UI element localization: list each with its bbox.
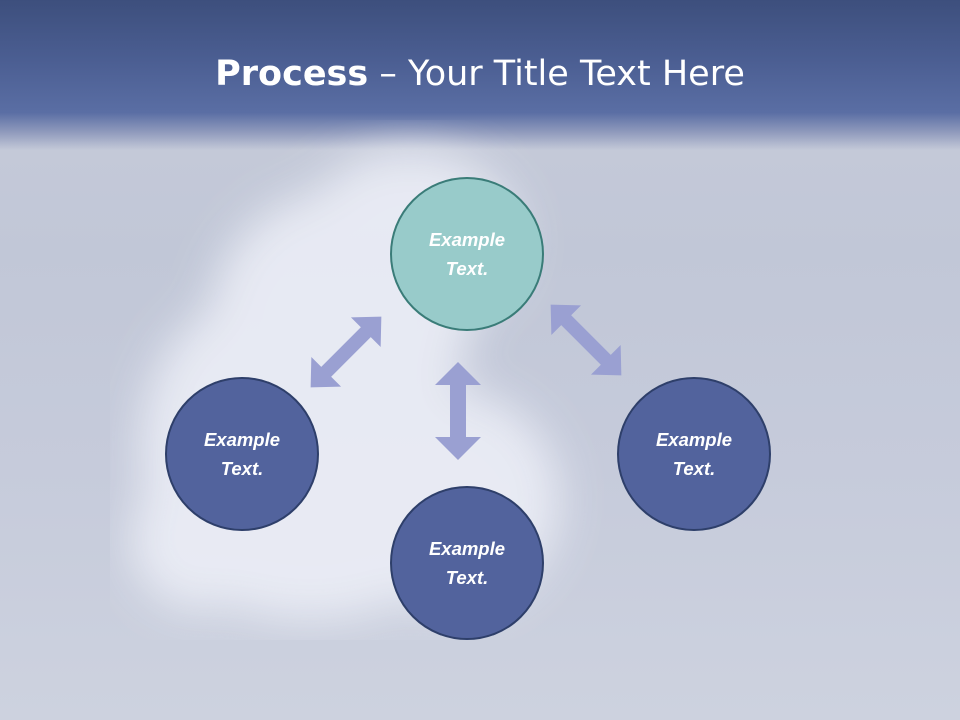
node-right-line1: Example bbox=[655, 429, 733, 450]
node-left: Example Text. bbox=[165, 377, 319, 531]
node-bottom-line1: Example bbox=[428, 538, 506, 559]
node-top: Example Text. bbox=[390, 177, 544, 331]
double-arrow-vertical bbox=[435, 362, 481, 460]
node-top-line2: Text. bbox=[445, 258, 489, 279]
node-right: Example Text. bbox=[617, 377, 771, 531]
double-arrow-upper-left bbox=[310, 316, 382, 388]
title-bold-part: Process bbox=[215, 54, 369, 94]
node-left-line1: Example bbox=[203, 429, 281, 450]
node-top-line1: Example bbox=[428, 229, 506, 250]
double-arrow-upper-right bbox=[550, 304, 622, 376]
node-right-line2: Text. bbox=[672, 458, 716, 479]
node-bottom: Example Text. bbox=[390, 486, 544, 640]
title-banner bbox=[0, 0, 960, 150]
slide-title: Process – Your Title Text Here bbox=[0, 52, 960, 96]
node-left-line2: Text. bbox=[220, 458, 264, 479]
title-rest-part: – Your Title Text Here bbox=[368, 54, 745, 94]
node-bottom-line2: Text. bbox=[445, 567, 489, 588]
